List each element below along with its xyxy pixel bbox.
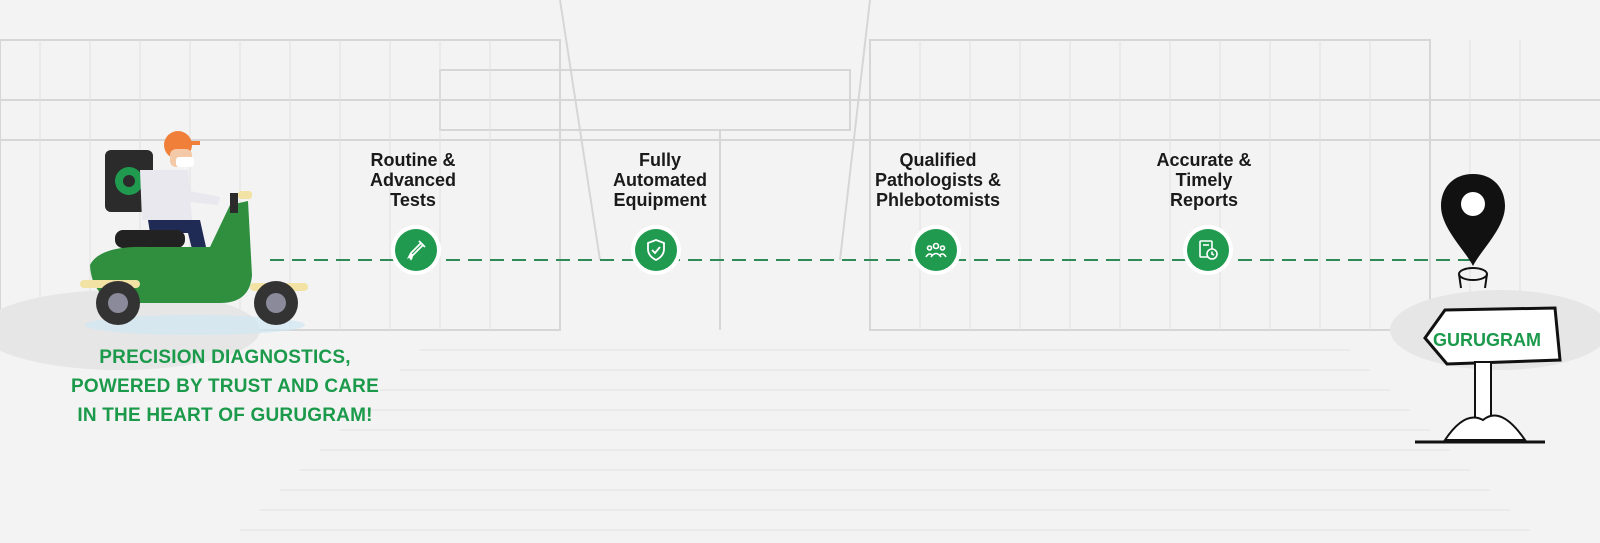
map-pin-icon bbox=[1441, 174, 1505, 289]
tagline-line-2: POWERED BY TRUST AND CARE bbox=[71, 376, 379, 397]
signpost-illustration bbox=[1415, 306, 1562, 444]
destination-sign-label: GURUGRAM bbox=[1433, 330, 1541, 350]
tagline-line-1: PRECISION DIAGNOSTICS, bbox=[99, 347, 351, 368]
people-group-icon bbox=[915, 229, 957, 271]
feature-title-routine-tests: Routine & Advanced Tests bbox=[369, 150, 457, 210]
tagline-line-3: IN THE HEART OF GURUGRAM! bbox=[77, 405, 373, 426]
test-tube-icon bbox=[395, 229, 437, 271]
shield-check-icon bbox=[635, 229, 677, 271]
feature-title-automated-equipment: Fully Automated Equipment bbox=[613, 150, 707, 210]
delivery-scooter-illustration bbox=[80, 131, 308, 335]
tagline: PRECISION DIAGNOSTICS, POWERED BY TRUST … bbox=[40, 343, 410, 430]
feature-title-accurate-reports: Accurate & Timely Reports bbox=[1156, 150, 1252, 210]
report-clock-icon bbox=[1187, 229, 1229, 271]
feature-title-qualified-staff: Qualified Pathologists & Phlebotomists bbox=[874, 150, 1001, 210]
